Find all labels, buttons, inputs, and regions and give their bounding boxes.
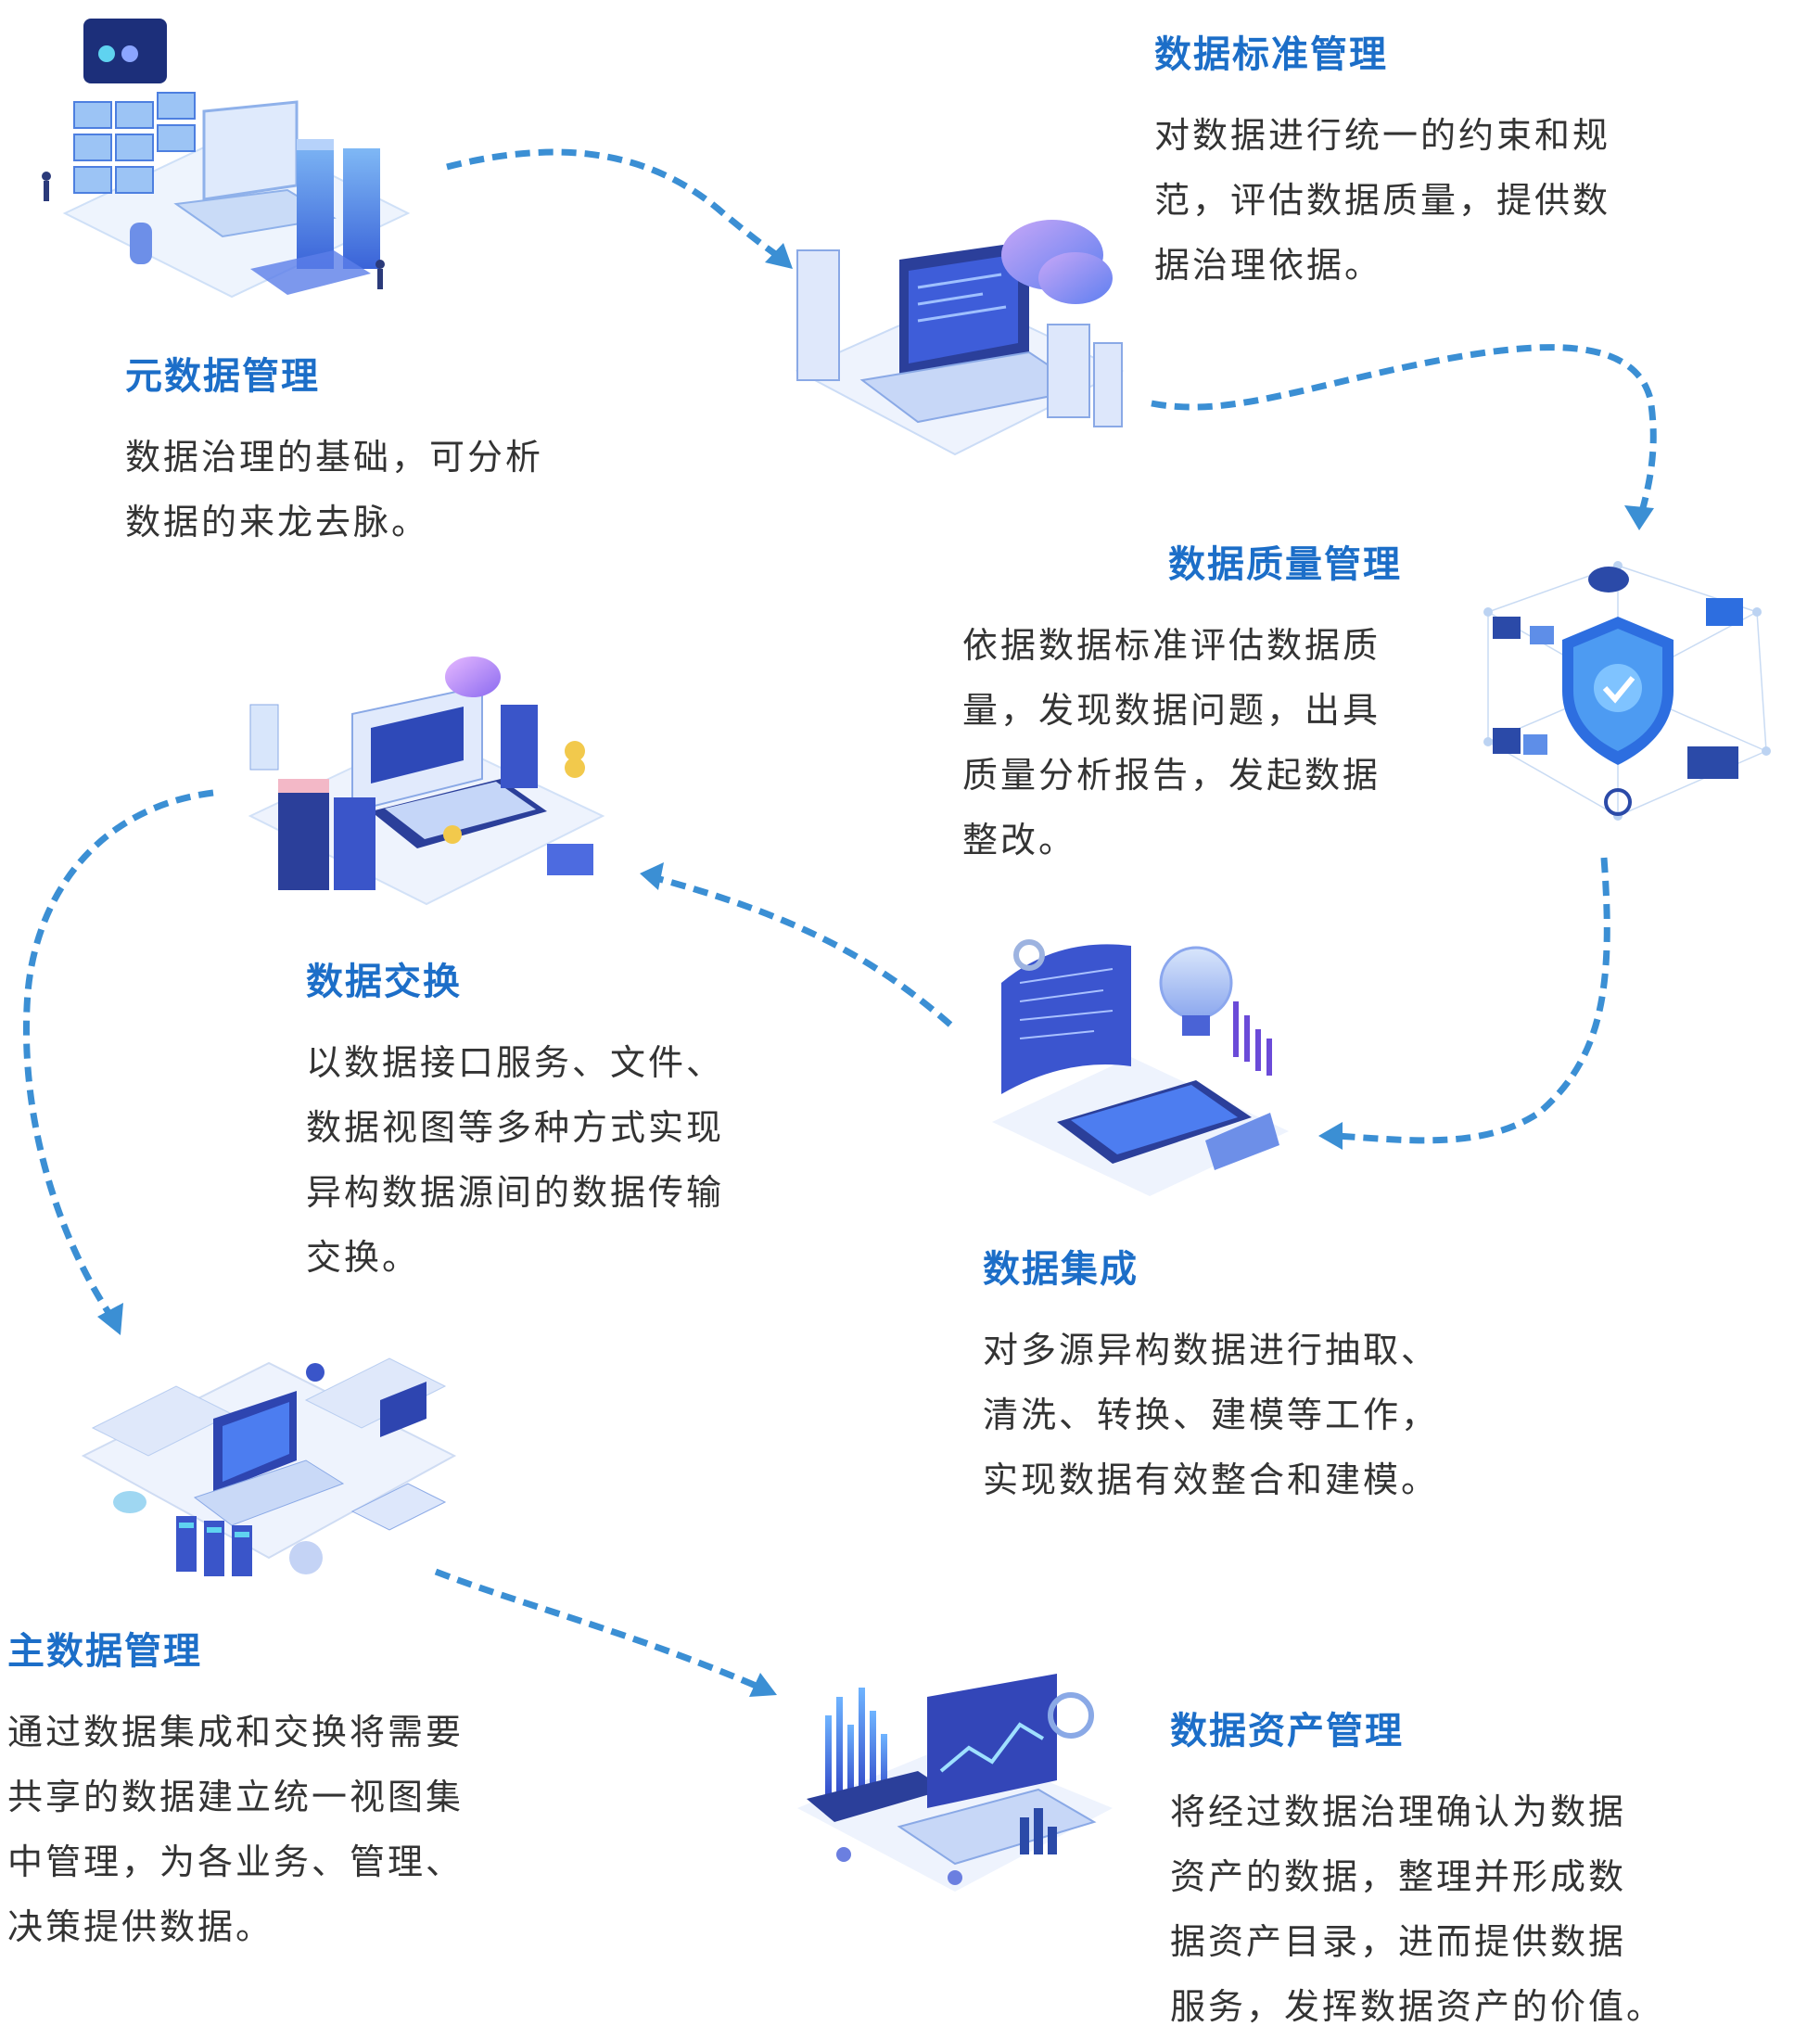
description-line: 数据治理的基础，可分析	[125, 437, 544, 478]
arrowhead-exchange	[640, 862, 664, 890]
node-description: 以数据接口服务、文件、 数据视图等多种方式实现 异构数据源间的数据传输 交换。	[306, 1030, 825, 1290]
description-line: 服务，发挥数据资产的价值。	[1170, 1986, 1665, 2027]
description-line: 将经过数据治理确认为数据	[1170, 1791, 1627, 1832]
node-master: 主数据管理 通过数据集成和交换将需要 共享的数据建立统一视图集 中管理，为各业务…	[7, 1629, 545, 1959]
node-asset: 数据资产管理 将经过数据治理确认为数据 资产的数据，整理并形成数 据资产目录，进…	[1170, 1709, 1763, 2039]
node-description: 对数据进行统一的约束和规 范，评估数据质量，提供数 据治理依据。	[1154, 103, 1729, 298]
arrow-integration-to-exchange	[648, 873, 953, 1027]
description-line: 据治理依据。	[1154, 245, 1383, 286]
node-standard: 数据标准管理 对数据进行统一的约束和规 范，评估数据质量，提供数 据治理依据。	[1154, 32, 1729, 298]
arrowhead-integration	[1318, 1122, 1343, 1150]
data-charts-illustration	[797, 1674, 1113, 1892]
isometric-office-illustration	[81, 1357, 457, 1576]
description-line: 质量分析报告，发起数据	[962, 755, 1381, 796]
description-line: 对数据进行统一的约束和规	[1154, 115, 1611, 156]
node-exchange: 数据交换 以数据接口服务、文件、 数据视图等多种方式实现 异构数据源间的数据传输…	[306, 960, 825, 1290]
description-line: 清洗、转换、建模等工作，	[983, 1395, 1440, 1435]
description-line: 据资产目录，进而提供数据	[1170, 1921, 1627, 1962]
description-line: 范，评估数据质量，提供数	[1154, 180, 1611, 221]
servers-laptop-illustration	[42, 19, 411, 299]
description-line: 中管理，为各业务、管理、	[7, 1841, 465, 1882]
arrow-metadata-to-standard	[446, 148, 788, 264]
arrowhead-quality	[1624, 505, 1654, 530]
description-line: 共享的数据建立统一视图集	[7, 1777, 465, 1817]
arrow-exchange-to-master	[22, 789, 214, 1319]
laptop-cloud-illustration	[795, 220, 1125, 456]
arrow-master-to-asset	[434, 1568, 762, 1691]
node-title: 数据集成	[983, 1248, 1139, 1291]
node-quality: 数据质量管理 依据数据标准评估数据质 量，发现数据问题，出具 质量分析报告，发起…	[962, 542, 1463, 873]
arrowhead-master	[97, 1303, 123, 1335]
node-description: 依据数据标准评估数据质 量，发现数据问题，出具 质量分析报告，发起数据 整改。	[962, 613, 1463, 873]
node-integration: 数据集成 对多源异构数据进行抽取、 清洗、转换、建模等工作， 实现数据有效整合和…	[983, 1247, 1502, 1512]
node-title: 主数据管理	[7, 1630, 202, 1673]
node-title: 元数据管理	[125, 355, 320, 398]
description-line: 异构数据源间的数据传输	[306, 1172, 725, 1213]
node-description: 将经过数据治理确认为数据 资产的数据，整理并形成数 据资产目录，进而提供数据 服…	[1170, 1779, 1763, 2039]
node-title: 数据资产管理	[1170, 1710, 1404, 1752]
description-line: 整改。	[962, 820, 1077, 860]
description-line: 依据数据标准评估数据质	[962, 625, 1381, 666]
description-line: 决策提供数据。	[7, 1906, 274, 1947]
node-title: 数据交换	[306, 961, 462, 1003]
node-description: 通过数据集成和交换将需要 共享的数据建立统一视图集 中管理，为各业务、管理、 决…	[7, 1700, 545, 1959]
description-line: 资产的数据，整理并形成数	[1170, 1856, 1627, 1897]
node-description: 对多源异构数据进行抽取、 清洗、转换、建模等工作， 实现数据有效整合和建模。	[983, 1318, 1502, 1512]
description-line: 数据视图等多种方式实现	[306, 1107, 725, 1148]
node-metadata: 元数据管理 数据治理的基础，可分析 数据的来龙去脉。	[125, 354, 644, 554]
description-line: 交换。	[306, 1237, 421, 1278]
description-line: 数据的来龙去脉。	[125, 502, 430, 542]
data-exchange-illustration	[248, 656, 605, 906]
node-title: 数据质量管理	[1168, 543, 1402, 586]
arrowhead-standard	[765, 243, 793, 269]
arrow-standard-to-quality	[1151, 344, 1657, 516]
arrow-quality-to-integration	[1336, 857, 1610, 1144]
description-line: 量，发现数据问题，出具	[962, 690, 1381, 731]
description-line: 实现数据有效整合和建模。	[983, 1459, 1440, 1500]
node-title: 数据标准管理	[1154, 33, 1388, 76]
security-shield-illustration	[1483, 561, 1771, 821]
arrowhead-asset	[749, 1673, 777, 1697]
description-line: 对多源异构数据进行抽取、	[983, 1330, 1440, 1370]
lightbulb-analytics-illustration	[992, 939, 1289, 1196]
description-line: 以数据接口服务、文件、	[306, 1042, 725, 1083]
description-line: 通过数据集成和交换将需要	[7, 1712, 465, 1752]
node-description: 数据治理的基础，可分析 数据的来龙去脉。	[125, 425, 644, 554]
